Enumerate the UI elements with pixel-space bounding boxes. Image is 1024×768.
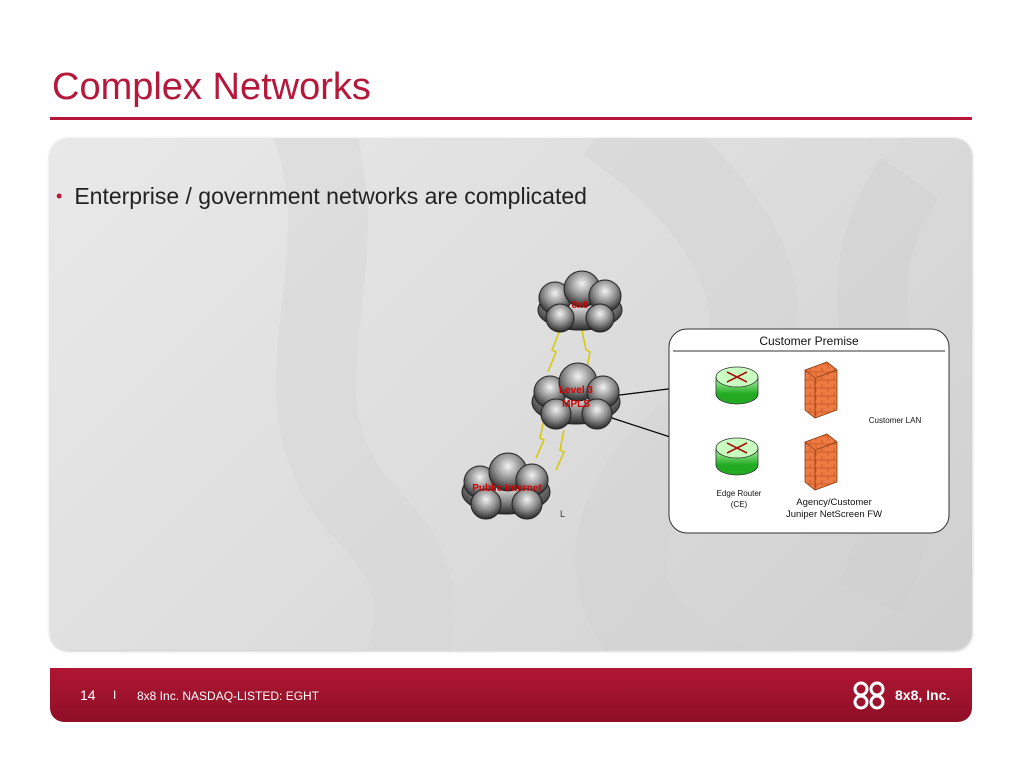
stray-label: L — [560, 509, 565, 519]
cloud-level3-label-line2: MPLS — [562, 399, 590, 410]
edge-router-label-line2: (CE) — [731, 500, 748, 509]
premise-title: Customer Premise — [759, 334, 859, 348]
firewall-icon — [804, 361, 838, 419]
bullet-icon: • — [56, 186, 63, 206]
cloud-level3-mpls: Level 3 MPLS — [531, 362, 621, 430]
firewall-label-line1: Agency/Customer — [796, 497, 872, 508]
bullet-item: • Enterprise / government networks are co… — [56, 183, 587, 210]
slide-title: Complex Networks — [52, 66, 371, 108]
customer-lan-label: Customer LAN — [869, 416, 922, 425]
footer-separator: I — [113, 688, 117, 702]
cloud-public-internet: Public Internet — [461, 452, 551, 520]
footer-logo-text: 8x8, Inc. — [895, 687, 951, 703]
cloud-level3-label-line1: Level 3 — [559, 385, 593, 396]
page-number: 14 — [80, 687, 96, 703]
cloud-8x8-label: 8x8 — [572, 300, 589, 311]
router-icon — [715, 366, 759, 405]
bullet-text: Enterprise / government networks are com… — [74, 183, 587, 209]
router-icon — [715, 437, 759, 476]
8x8-logo-icon — [853, 681, 885, 710]
footer-company-text: 8x8 Inc. NASDAQ-LISTED: EGHT — [137, 689, 320, 703]
firewall-icon — [804, 433, 838, 491]
cloud-8x8: 8x8 — [537, 270, 623, 333]
firewall-label-line2: Juniper NetScreen FW — [786, 509, 882, 520]
title-divider — [50, 117, 972, 120]
cloud-public-internet-label: Public Internet — [472, 483, 542, 494]
edge-router-label-line1: Edge Router — [717, 489, 762, 498]
lightning-links — [535, 329, 591, 471]
footer-bar — [50, 668, 972, 722]
